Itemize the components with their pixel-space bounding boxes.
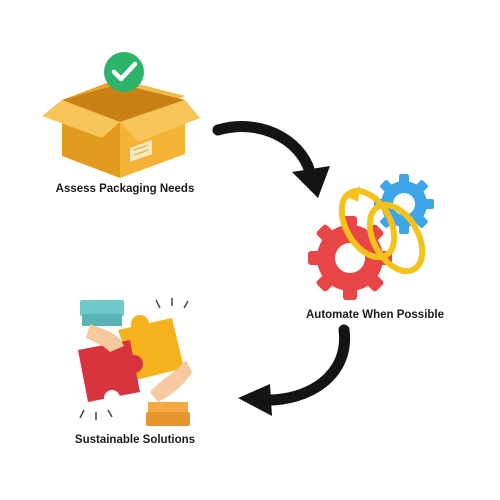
puzzle-handshake-icon <box>78 298 192 426</box>
step-label-sustainable: Sustainable Solutions <box>74 434 196 446</box>
curved-arrow-left-icon <box>238 324 351 416</box>
curved-arrow-right-icon <box>212 121 330 198</box>
package-check-icon <box>42 52 200 178</box>
gears-cycle-icon <box>308 174 434 300</box>
step-label-automate: Automate When Possible <box>305 309 445 321</box>
step-label-assess: Assess Packaging Needs <box>55 183 195 195</box>
